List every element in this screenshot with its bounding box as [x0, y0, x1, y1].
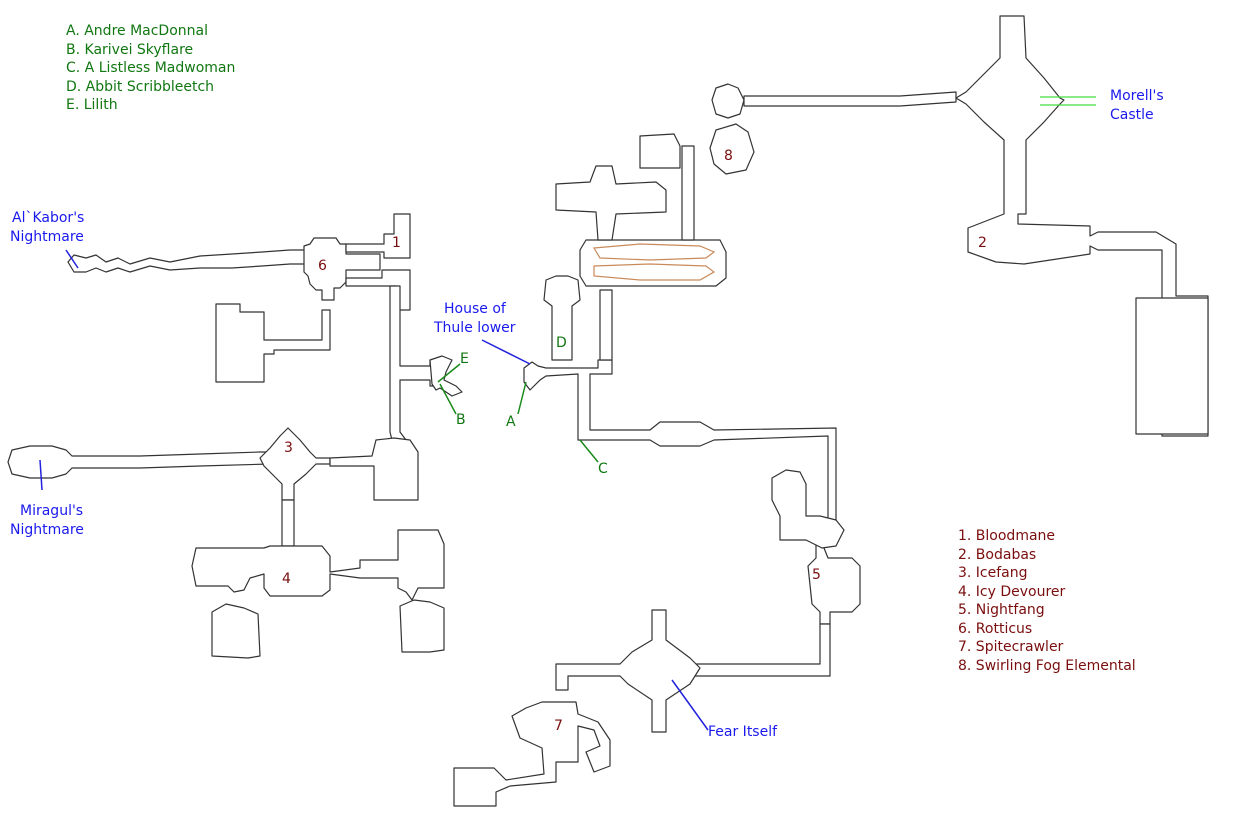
corridor-to-castle: [743, 91, 957, 107]
legend-npc-b: B. Karivei Skyflare: [66, 41, 194, 58]
alkabor-corridor: [67, 249, 307, 273]
room-3: [259, 427, 331, 501]
boss-marker-5: 5: [812, 567, 821, 583]
great-hall-inner-bottom: [593, 263, 716, 281]
boss-marker-3: 3: [284, 440, 293, 456]
room-4: [191, 529, 445, 601]
legend-npc-c: C. A Listless Madwoman: [66, 60, 236, 76]
corridor-8-north: [711, 83, 745, 119]
east-wing: [453, 15, 1209, 807]
zone-label-alkabor-line2: Nightmare: [10, 229, 84, 245]
great-hall-inner-top: [592, 243, 716, 261]
zone-label-miragul-line1: Miragul's: [20, 503, 83, 519]
npc-marker-c: C: [598, 461, 608, 477]
miragul-corridor: [7, 445, 271, 479]
corridor-6-east: [345, 269, 411, 311]
pointers: [39, 96, 1096, 731]
room-5: [807, 539, 861, 625]
legend-npc-e: E. Lilith: [66, 97, 118, 113]
legend-boss-3: 3. Icefang: [958, 565, 1028, 581]
room-4-southeast: [399, 599, 445, 653]
npc-markers: A B C D E: [456, 335, 608, 477]
west-building: [215, 303, 331, 383]
npc-marker-a: A: [506, 414, 516, 430]
room-8: [709, 123, 755, 175]
pointer-fear: [671, 679, 709, 731]
corridor-vertical-west: [389, 285, 437, 441]
column-d: [543, 275, 581, 361]
pointer-miragul: [39, 459, 43, 491]
column-central: [599, 289, 613, 361]
legend-boss-4: 4. Icy Devourer: [958, 583, 1066, 600]
room-7: [453, 701, 611, 807]
boss-marker-6: 6: [318, 258, 327, 274]
fear-itself-cross: [555, 609, 701, 733]
corridor-3-south: [281, 499, 295, 547]
legend-npc-a: A. Andre MacDonnal: [66, 23, 208, 39]
pointer-e: [437, 363, 461, 383]
legend-boss-8: 8. Swirling Fog Elemental: [958, 657, 1136, 674]
legend-boss-2: 2. Bodabas: [958, 546, 1037, 563]
zone-label-miragul-line2: Nightmare: [10, 522, 84, 538]
npc-marker-e: E: [460, 351, 469, 367]
boss-marker-4: 4: [282, 571, 291, 587]
legend-boss-7: 7. Spitecrawler: [958, 639, 1064, 655]
pointer-alkabor: [65, 249, 79, 269]
legend-boss-1: 1. Bloodmane: [958, 528, 1056, 544]
zone-label-morell-line1: Morell's: [1110, 88, 1164, 104]
morell-cross: [955, 15, 1209, 437]
boss-marker-2: 2: [978, 235, 987, 251]
north-towers: [555, 165, 667, 241]
thule-entrance: [523, 359, 837, 521]
pointer-thule: [481, 339, 531, 365]
pointer-b: [439, 383, 457, 415]
room-1: [345, 213, 411, 259]
room-west-8: [639, 133, 681, 169]
legend-boss-6: 6. Rotticus: [958, 620, 1033, 637]
zone-labels: Al`Kabor's Nightmare Miragul's Nightmare…: [10, 88, 1164, 740]
room-east-3: [329, 437, 419, 501]
npc-legend: A. Andre MacDonnal B. Karivei Skyflare C…: [66, 22, 235, 115]
pointer-c: [579, 439, 599, 463]
room-2-south-building: [1135, 297, 1209, 435]
boss-legend: 1. Bloodmane 2. Bodabas 3. Icefang 4. Ic…: [958, 527, 1136, 675]
corridor-5-south: [689, 623, 831, 677]
great-hall: [579, 239, 727, 287]
boss-marker-8: 8: [724, 148, 733, 164]
zone-label-fear-itself: Fear Itself: [708, 724, 778, 740]
chamber-be: [429, 355, 463, 397]
npc-marker-d: D: [556, 335, 567, 351]
room-north-5: [771, 469, 845, 549]
zone-label-thule-line1: House of: [444, 301, 507, 317]
column-8-south: [681, 145, 695, 241]
boss-marker-1: 1: [392, 235, 401, 251]
legend-npc-d: D. Abbit Scribbleetch: [66, 78, 215, 95]
zone-label-alkabor-line1: Al`Kabor's: [12, 210, 84, 226]
pointer-a: [517, 381, 527, 415]
room-4-southwest: [211, 603, 261, 659]
boss-markers: 1 2 3 4 5 6 7 8: [282, 148, 987, 734]
zone-label-morell-line2: Castle: [1110, 107, 1154, 123]
npc-marker-b: B: [456, 412, 466, 428]
zone-label-thule-line2: Thule lower: [433, 320, 516, 336]
boss-marker-7: 7: [554, 718, 563, 734]
legend-boss-5: 5. Nightfang: [958, 602, 1045, 618]
west-wing: [7, 213, 463, 659]
